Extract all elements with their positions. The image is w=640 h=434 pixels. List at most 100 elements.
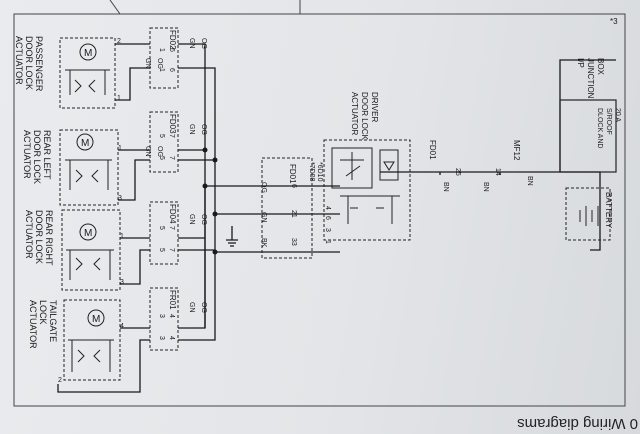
connector-fd02: FD02 1 6 1 6 GN OG GN OG bbox=[144, 27, 207, 89]
connector-label: FD01 bbox=[428, 140, 437, 160]
ip-junction-box: I/P JUNCTION BOX DLOCK AND S/ROOF 20 A bbox=[559, 58, 621, 173]
actuator-label-line: ACTUATOR bbox=[22, 130, 32, 179]
pin-number: 4 bbox=[168, 336, 175, 340]
wire-color: OG bbox=[156, 58, 163, 69]
junction-label-line: I/P bbox=[576, 58, 585, 68]
actuator-label-line: LOCK bbox=[38, 300, 48, 325]
variant-note: *7D08 bbox=[308, 162, 315, 182]
driver-door-lock-actuator: DRIVER DOOR LOCK ACTUATOR *6D10 *7D08 4 … bbox=[308, 92, 411, 244]
connector-fd01-right: FD01 25 BN bbox=[428, 140, 461, 192]
connector-fd01-left: FD01 OG GN BK 6 21 33 bbox=[260, 157, 313, 259]
connector-label: FD02 bbox=[168, 30, 177, 50]
pin-number: 7 bbox=[168, 226, 175, 230]
wire-color: OG bbox=[200, 302, 207, 313]
wire-color: OG bbox=[200, 124, 207, 135]
junction-label-line: JUNCTION bbox=[586, 58, 595, 99]
connector-mf12: MF12 14 BN BN bbox=[482, 140, 533, 192]
wire-color: GN bbox=[260, 212, 267, 223]
wire-color: GN bbox=[188, 302, 195, 313]
connector-fd04: FD04 5 7 5 7 GN OG bbox=[149, 201, 207, 265]
wire-color: GN bbox=[188, 124, 195, 135]
wire-color: OG bbox=[156, 146, 163, 157]
wire-color: BN bbox=[482, 182, 489, 192]
actuator-label-line: ACTUATOR bbox=[28, 300, 38, 349]
corner-mark: *3 bbox=[610, 17, 618, 26]
junction-label-line: BOX bbox=[596, 58, 605, 76]
driver-label-line: ACTUATOR bbox=[350, 92, 359, 135]
pin-number: 4 bbox=[324, 206, 331, 210]
actuator-label-line: TAILGATE bbox=[48, 300, 58, 342]
actuator-label-line: PASSENGER bbox=[34, 36, 44, 92]
pin-number: 1 bbox=[324, 240, 331, 244]
connector-label: FD03 bbox=[168, 114, 177, 134]
motor-symbol: M bbox=[84, 48, 92, 59]
wire-color: OG bbox=[260, 182, 267, 193]
pin-number: 21 bbox=[290, 210, 297, 218]
actuator-label-line: DOOR LOCK bbox=[34, 210, 44, 264]
footer-title: 0 Wiring diagrams bbox=[517, 415, 638, 432]
pin-label: 1 bbox=[117, 95, 121, 102]
connector-label: FD04 bbox=[168, 204, 177, 224]
pin-label: 2 bbox=[58, 377, 62, 384]
pin-number: 3 bbox=[324, 228, 331, 232]
wire-color: GN bbox=[188, 214, 195, 225]
rear-left-actuator: M 1 3 bbox=[59, 129, 122, 206]
pin-label: 1 bbox=[118, 145, 122, 152]
pin-number: 25 bbox=[454, 168, 461, 176]
motor-symbol: M bbox=[81, 138, 89, 149]
variant-note: *6D10 bbox=[316, 162, 323, 182]
fuse-label-line: S/ROOF bbox=[605, 108, 612, 135]
pin-number: 7 bbox=[168, 134, 175, 138]
pin-number: 5 bbox=[158, 134, 165, 138]
connector-fd03: FD03 5 7 5 7 GN OG GN OG bbox=[144, 111, 207, 173]
connector-label: FD01 bbox=[288, 164, 297, 184]
wire-color: BN bbox=[526, 176, 533, 186]
pin-number: 14 bbox=[494, 168, 501, 176]
actuator-label-line: ACTUATOR bbox=[24, 210, 34, 259]
pin-label: 1 bbox=[120, 233, 124, 240]
header-tab-line bbox=[109, 0, 121, 15]
pin-number: 33 bbox=[290, 238, 297, 246]
connector-label: MF12 bbox=[512, 140, 521, 161]
pin-number: 6 bbox=[168, 68, 175, 72]
actuator-label-line: DOOR LOCK bbox=[32, 130, 42, 184]
pin-number: 3 bbox=[158, 314, 165, 318]
motor-symbol: M bbox=[84, 228, 92, 239]
splice-dots bbox=[202, 147, 218, 255]
pin-label: 2 bbox=[117, 38, 121, 45]
connector-label: FR01 bbox=[168, 290, 177, 310]
actuator-labels: PASSENGER DOOR LOCK ACTUATOR REAR LEFT D… bbox=[14, 36, 58, 349]
fuse-label-line: 20 A bbox=[614, 108, 621, 122]
actuator-label-line: REAR LEFT bbox=[42, 130, 52, 180]
fuse-label-line: DLOCK AND bbox=[596, 108, 603, 148]
wire-color: BN bbox=[442, 182, 449, 192]
tailgate-actuator: M 4 2 bbox=[58, 299, 124, 384]
pin-number: 3 bbox=[158, 336, 165, 340]
wire-color: OG bbox=[200, 214, 207, 225]
pin-number: 6 bbox=[290, 184, 297, 188]
pin-number: 4 bbox=[168, 314, 175, 318]
pin-label: 4 bbox=[120, 323, 124, 330]
passenger-actuator: M 2 1 bbox=[59, 37, 121, 109]
pin-number: 6 bbox=[324, 216, 331, 220]
rear-right-actuator: M 1 3 bbox=[61, 209, 124, 291]
battery: BATTERY bbox=[565, 187, 613, 241]
pin-number: 1 bbox=[158, 68, 165, 72]
pin-number: 5 bbox=[158, 156, 165, 160]
wire-color: GN bbox=[188, 38, 195, 49]
motor-symbol: M bbox=[92, 314, 100, 325]
wire-color: BK bbox=[260, 238, 267, 248]
pin-number: 1 bbox=[158, 48, 165, 52]
wire-color: GN bbox=[144, 146, 151, 157]
actuator-label-line: DOOR LOCK bbox=[24, 36, 34, 90]
pin-number: 5 bbox=[158, 226, 165, 230]
driver-label-line: DOOR LOCK bbox=[360, 92, 369, 141]
pin-number: 7 bbox=[168, 248, 175, 252]
harness-wires bbox=[57, 43, 616, 393]
diagram-frame bbox=[13, 13, 626, 407]
pin-label: 3 bbox=[118, 195, 122, 202]
pin-label: 3 bbox=[120, 279, 124, 286]
connector-fr01: FR01 3 4 3 4 GN OG bbox=[149, 287, 207, 351]
